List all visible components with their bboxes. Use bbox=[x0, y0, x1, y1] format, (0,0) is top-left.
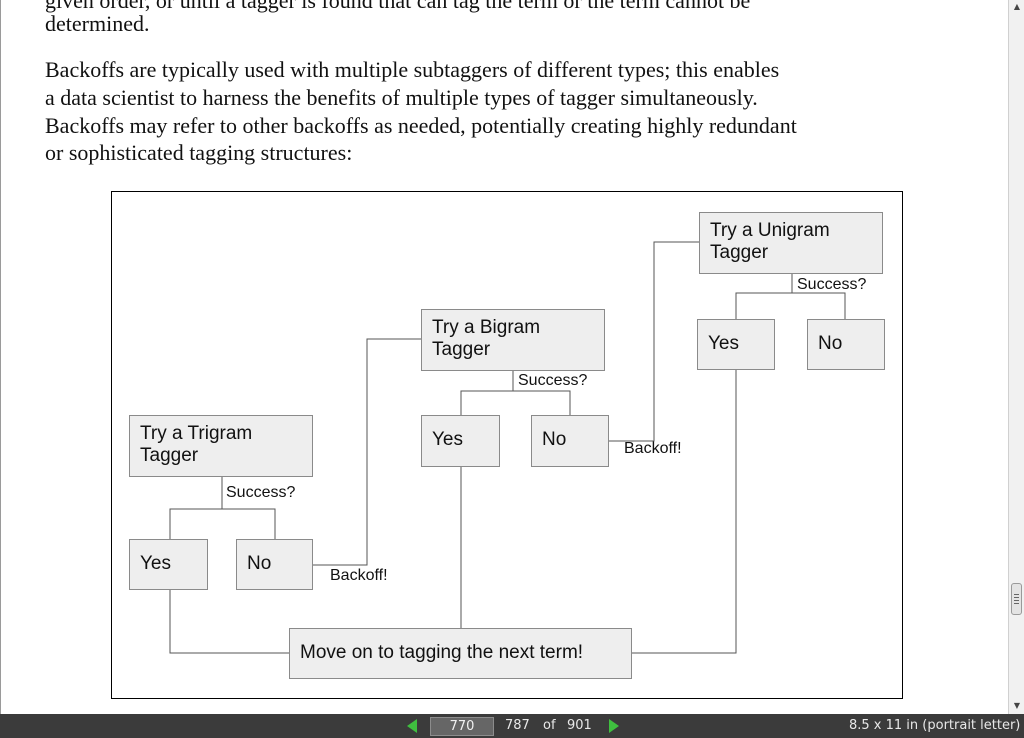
bigram-tagger-box: Try a Bigram Tagger bbox=[421, 309, 605, 371]
trigram-success-question: Success? bbox=[226, 484, 296, 501]
grip-line-icon bbox=[1014, 600, 1019, 601]
of-label: of bbox=[543, 718, 556, 733]
bigram-no-label: No bbox=[542, 429, 567, 450]
unigram-no-label: No bbox=[818, 333, 843, 354]
unigram-success-question: Success? bbox=[797, 276, 867, 293]
trigram-yes-label: Yes bbox=[140, 553, 171, 574]
next-term-box: Move on to tagging the next term! bbox=[289, 628, 632, 679]
bigram-no-box: No bbox=[531, 415, 609, 467]
trigram-no-label: No bbox=[247, 553, 272, 574]
backoff-flowchart: Try a Trigram Tagger Success? Yes No Bac… bbox=[111, 191, 903, 699]
unigram-tagger-label-line2: Tagger bbox=[710, 242, 769, 263]
total-pages: 901 bbox=[567, 718, 592, 733]
bigram-backoff-label: Backoff! bbox=[624, 440, 682, 457]
page-size-label: 8.5 x 11 in (portrait letter) bbox=[849, 718, 1021, 733]
next-term-label: Move on to tagging the next term! bbox=[300, 642, 584, 663]
scroll-up-arrow-icon[interactable]: ▲ bbox=[1013, 2, 1021, 11]
connector-lines bbox=[169, 241, 846, 654]
trigram-tagger-label-line1: Try a Trigram bbox=[140, 423, 253, 444]
document-page: given order, or until a tagger is found … bbox=[0, 0, 903, 714]
text-line-determined: determined. bbox=[45, 11, 150, 36]
paragraph-line-2: a data scientist to harness the benefits… bbox=[45, 85, 758, 110]
trigram-yes-box: Yes bbox=[129, 539, 208, 590]
unigram-tagger-label-line1: Try a Unigram bbox=[710, 220, 830, 241]
vertical-scrollbar[interactable]: ▲ ▼ bbox=[1008, 0, 1024, 714]
unigram-tagger-box: Try a Unigram Tagger bbox=[699, 212, 883, 274]
viewer-status-bar: 787 of 901 8.5 x 11 in (portrait letter) bbox=[0, 714, 1024, 738]
next-page-arrow-icon[interactable] bbox=[609, 719, 619, 733]
page-number-input[interactable] bbox=[430, 717, 494, 736]
clipped-text-line: given order, or until a tagger is found … bbox=[45, 0, 751, 13]
previous-page-arrow-icon[interactable] bbox=[407, 719, 417, 733]
bigram-yes-label: Yes bbox=[432, 429, 463, 450]
trigram-tagger-label-line2: Tagger bbox=[140, 445, 199, 466]
grip-line-icon bbox=[1014, 597, 1019, 598]
grip-line-icon bbox=[1014, 603, 1019, 604]
grip-line-icon bbox=[1014, 594, 1019, 595]
scrollbar-thumb[interactable] bbox=[1011, 583, 1022, 615]
paragraph-line-4: or sophisticated tagging structures: bbox=[45, 140, 353, 165]
paragraph-line-3: Backoffs may refer to other backoffs as … bbox=[45, 113, 797, 138]
trigram-no-box: No bbox=[236, 539, 313, 590]
trigram-tagger-box: Try a Trigram Tagger bbox=[129, 415, 313, 477]
current-page-number: 787 bbox=[505, 718, 530, 733]
paragraph-line-1: Backoffs are typically used with multipl… bbox=[45, 57, 780, 82]
bigram-success-question: Success? bbox=[518, 372, 588, 389]
unigram-yes-label: Yes bbox=[708, 333, 739, 354]
bigram-yes-box: Yes bbox=[421, 415, 500, 467]
bigram-tagger-label-line1: Try a Bigram bbox=[432, 317, 541, 338]
unigram-no-box: No bbox=[807, 319, 885, 370]
unigram-yes-box: Yes bbox=[697, 319, 775, 370]
bigram-tagger-label-line2: Tagger bbox=[432, 339, 491, 360]
trigram-backoff-label: Backoff! bbox=[330, 567, 388, 584]
scroll-down-arrow-icon[interactable]: ▼ bbox=[1013, 701, 1021, 710]
